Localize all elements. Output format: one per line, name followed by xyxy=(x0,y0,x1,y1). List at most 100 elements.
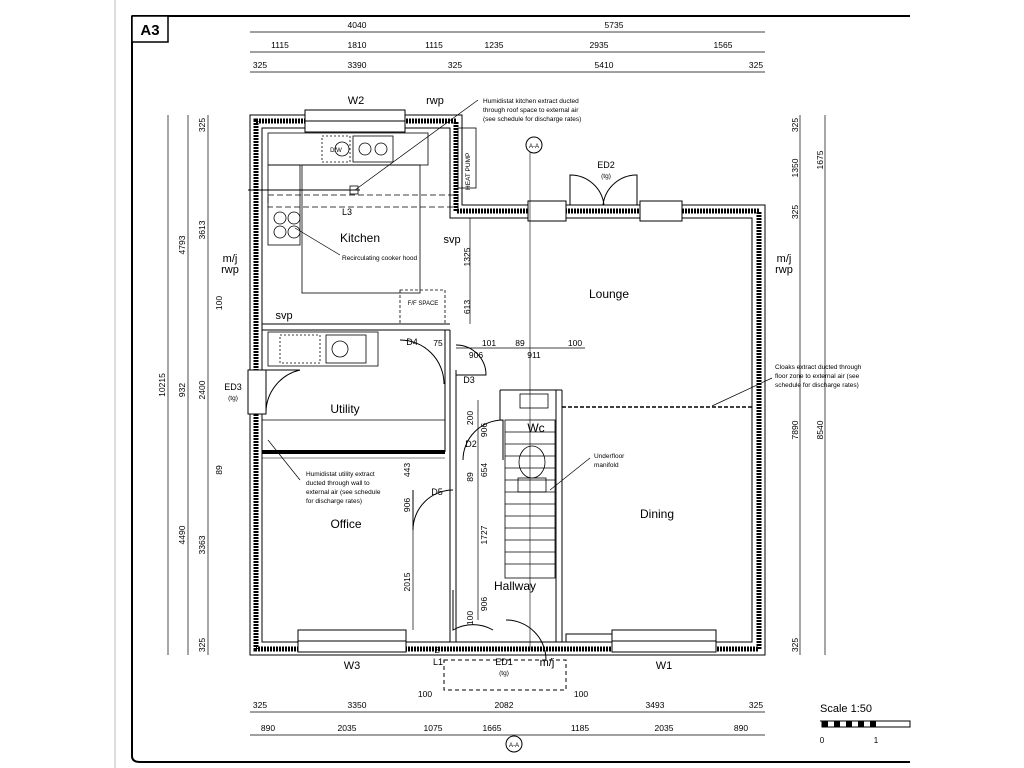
svg-text:1325: 1325 xyxy=(462,247,472,266)
svg-text:89: 89 xyxy=(515,338,525,348)
svg-text:932: 932 xyxy=(177,383,187,397)
door-ed1-sub: (tg) xyxy=(499,670,509,677)
svg-text:2082: 2082 xyxy=(495,700,514,710)
svg-text:10215: 10215 xyxy=(157,373,167,397)
svg-text:906: 906 xyxy=(479,597,489,611)
door-ed1: ED1 xyxy=(495,657,513,667)
stairs xyxy=(504,150,556,650)
room-wc: Wc xyxy=(527,421,544,435)
rwp-left: rwp xyxy=(221,264,239,276)
door-ed2: ED2 xyxy=(597,160,615,170)
svg-text:2035: 2035 xyxy=(338,723,357,733)
svg-text:890: 890 xyxy=(261,723,275,733)
section-marker-bottom: A-A xyxy=(509,743,519,749)
svg-text:5735: 5735 xyxy=(605,20,624,30)
door-d4: D4 xyxy=(406,337,418,347)
svg-text:100: 100 xyxy=(568,338,582,348)
svg-text:3390: 3390 xyxy=(348,60,367,70)
svg-text:100: 100 xyxy=(418,689,432,699)
room-utility: Utility xyxy=(330,402,359,416)
svg-text:Humidistat utility extract: Humidistat utility extract xyxy=(306,471,375,478)
door-d2: D2 xyxy=(465,439,477,449)
svg-text:1075: 1075 xyxy=(424,723,443,733)
dims-top: 4040 5735 1115 1810 1115 1235 2935 1565 … xyxy=(253,20,763,70)
note-kitchen-extract: Humidistat kitchen extract ducted throug… xyxy=(483,98,581,123)
svg-text:906: 906 xyxy=(469,350,483,360)
svg-text:(see schedule for discharge ra: (see schedule for discharge rates) xyxy=(483,116,581,123)
doors xyxy=(247,174,638,691)
svg-text:906: 906 xyxy=(479,423,489,437)
svg-text:3363: 3363 xyxy=(197,535,207,554)
svg-text:325: 325 xyxy=(253,700,267,710)
dims-left: 10215 4793 932 4490 325 3613 100 2400 89… xyxy=(157,118,224,652)
svg-text:8540: 8540 xyxy=(815,420,825,439)
door-d5: D5 xyxy=(431,487,443,497)
svg-text:5410: 5410 xyxy=(595,60,614,70)
svg-text:4793: 4793 xyxy=(177,235,187,254)
svg-text:325: 325 xyxy=(197,118,207,132)
svg-text:manifold: manifold xyxy=(594,462,619,469)
windows xyxy=(297,109,717,653)
label-dw: D/W xyxy=(330,148,342,154)
room-lounge: Lounge xyxy=(589,287,629,301)
scale-tick-1: 1 xyxy=(874,736,879,745)
mj-bottom: m/j xyxy=(540,657,555,669)
external-walls xyxy=(249,114,766,656)
section-markers xyxy=(505,136,543,753)
svg-text:1115: 1115 xyxy=(425,40,443,50)
svg-text:325: 325 xyxy=(790,205,800,219)
sheet-size-box xyxy=(131,15,169,43)
room-office: Office xyxy=(330,517,361,531)
note-leaders xyxy=(267,99,773,491)
scale-tick-0: 0 xyxy=(820,736,825,745)
window-w3: W3 xyxy=(344,660,361,672)
svg-text:Cloaks extract ducted through: Cloaks extract ducted through xyxy=(775,364,862,371)
svg-text:1185: 1185 xyxy=(571,723,590,733)
door-ed3: ED3 xyxy=(224,382,242,392)
svg-text:Underfloor: Underfloor xyxy=(594,453,625,460)
sheet-frame: A3 xyxy=(114,0,910,768)
label-heat-pump: HEAT PUMP xyxy=(465,153,472,190)
svg-text:through roof space to external: through roof space to external air xyxy=(483,107,579,114)
svp-utility: svp xyxy=(275,310,292,322)
svg-text:4490: 4490 xyxy=(177,525,187,544)
dims-bottom: 325 3350 2082 3493 325 100 100 890 2035 … xyxy=(253,689,763,733)
note-cooker-hood: Recirculating cooker hood xyxy=(342,255,418,262)
svg-text:100: 100 xyxy=(465,611,475,625)
svg-text:1727: 1727 xyxy=(479,525,489,544)
svg-text:4040: 4040 xyxy=(348,20,367,30)
svg-text:325: 325 xyxy=(749,60,763,70)
svg-text:external air (see schedule: external air (see schedule xyxy=(306,489,381,496)
svg-text:100: 100 xyxy=(574,689,588,699)
svg-text:325: 325 xyxy=(197,638,207,652)
room-kitchen: Kitchen xyxy=(340,231,380,245)
svg-text:ducted through wall to: ducted through wall to xyxy=(306,480,370,487)
dimension-lines xyxy=(167,31,826,736)
svg-text:101: 101 xyxy=(482,338,496,348)
window-w2: W2 xyxy=(348,95,365,107)
dims-interior: 1325 613 75 101 89 100 906 911 200 906 4… xyxy=(402,247,582,625)
note-cloaks-extract: Cloaks extract ducted through floor zone… xyxy=(775,364,862,389)
svg-text:654: 654 xyxy=(479,463,489,477)
svg-text:325: 325 xyxy=(749,700,763,710)
svg-text:89: 89 xyxy=(465,472,475,482)
svg-text:2035: 2035 xyxy=(655,723,674,733)
window-w1: W1 xyxy=(656,660,673,672)
door-ed3-sub: (tg) xyxy=(228,395,238,402)
internal-walls xyxy=(262,323,752,642)
note-utility-extract: Humidistat utility extract ducted throug… xyxy=(306,471,381,505)
svg-text:3350: 3350 xyxy=(348,700,367,710)
mj-right: m/j xyxy=(777,253,792,265)
svg-text:325: 325 xyxy=(253,60,267,70)
rwp-right: rwp xyxy=(775,264,793,276)
svg-text:200: 200 xyxy=(465,411,475,425)
room-hallway: Hallway xyxy=(494,579,536,593)
label-l1: L1 xyxy=(433,657,443,667)
svg-text:2015: 2015 xyxy=(402,572,412,591)
door-ed2-sub: (tg) xyxy=(601,173,611,180)
svg-text:schedule for discharge rates): schedule for discharge rates) xyxy=(775,382,859,389)
label-e: E xyxy=(434,646,439,655)
room-dining: Dining xyxy=(640,507,674,521)
note-underfloor-manifold: Underfloor manifold xyxy=(594,453,625,469)
